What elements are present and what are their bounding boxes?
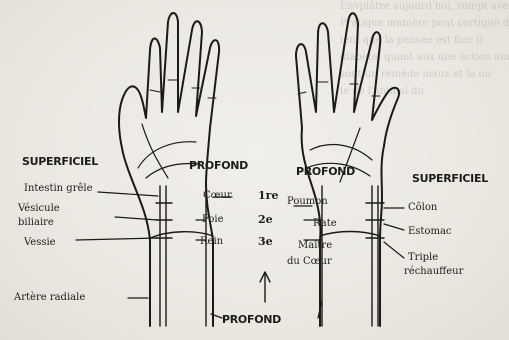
label-vesicule: Vésicule (18, 203, 60, 215)
right-wrist-crease (320, 232, 380, 237)
label-position-3: 3e (258, 236, 273, 248)
label-maitre: Maître (298, 240, 332, 252)
label-rein: Rein (200, 236, 223, 248)
label-biliaire: biliaire (18, 217, 54, 229)
label-superficiel-right: SUPERFICIEL (412, 173, 488, 185)
label-rate: Rate (313, 218, 337, 230)
label-profond-bottom: PROFOND (222, 314, 281, 326)
right-leader-lines (384, 208, 404, 258)
label-artere-radiale: Artère radiale (14, 292, 85, 304)
label-du-coeur: du Cœur (287, 256, 332, 268)
right-superficial-pulse-line (372, 186, 378, 326)
label-rechauffeur: réchauffeur (404, 266, 463, 278)
label-poumon: Poumon (287, 196, 328, 208)
label-profond-left: PROFOND (189, 160, 248, 172)
label-colon: Côlon (408, 202, 437, 214)
label-position-1: 1re (258, 190, 278, 202)
label-estomac: Estomac (408, 226, 452, 238)
label-intestin-grele: Intestin grêle (24, 183, 93, 195)
label-superficiel-left: SUPERFICIEL (22, 156, 98, 168)
label-position-2: 2e (258, 214, 273, 226)
right-palm-line (310, 145, 372, 160)
left-superficial-pulse-line (160, 186, 166, 326)
label-profond-right: PROFOND (296, 166, 355, 178)
label-triple: Triple (408, 252, 438, 264)
label-vessie: Vessie (24, 237, 56, 249)
label-coeur: Cœur (203, 190, 232, 202)
left-leader-lines (76, 192, 158, 298)
label-foie: Foie (202, 214, 224, 226)
